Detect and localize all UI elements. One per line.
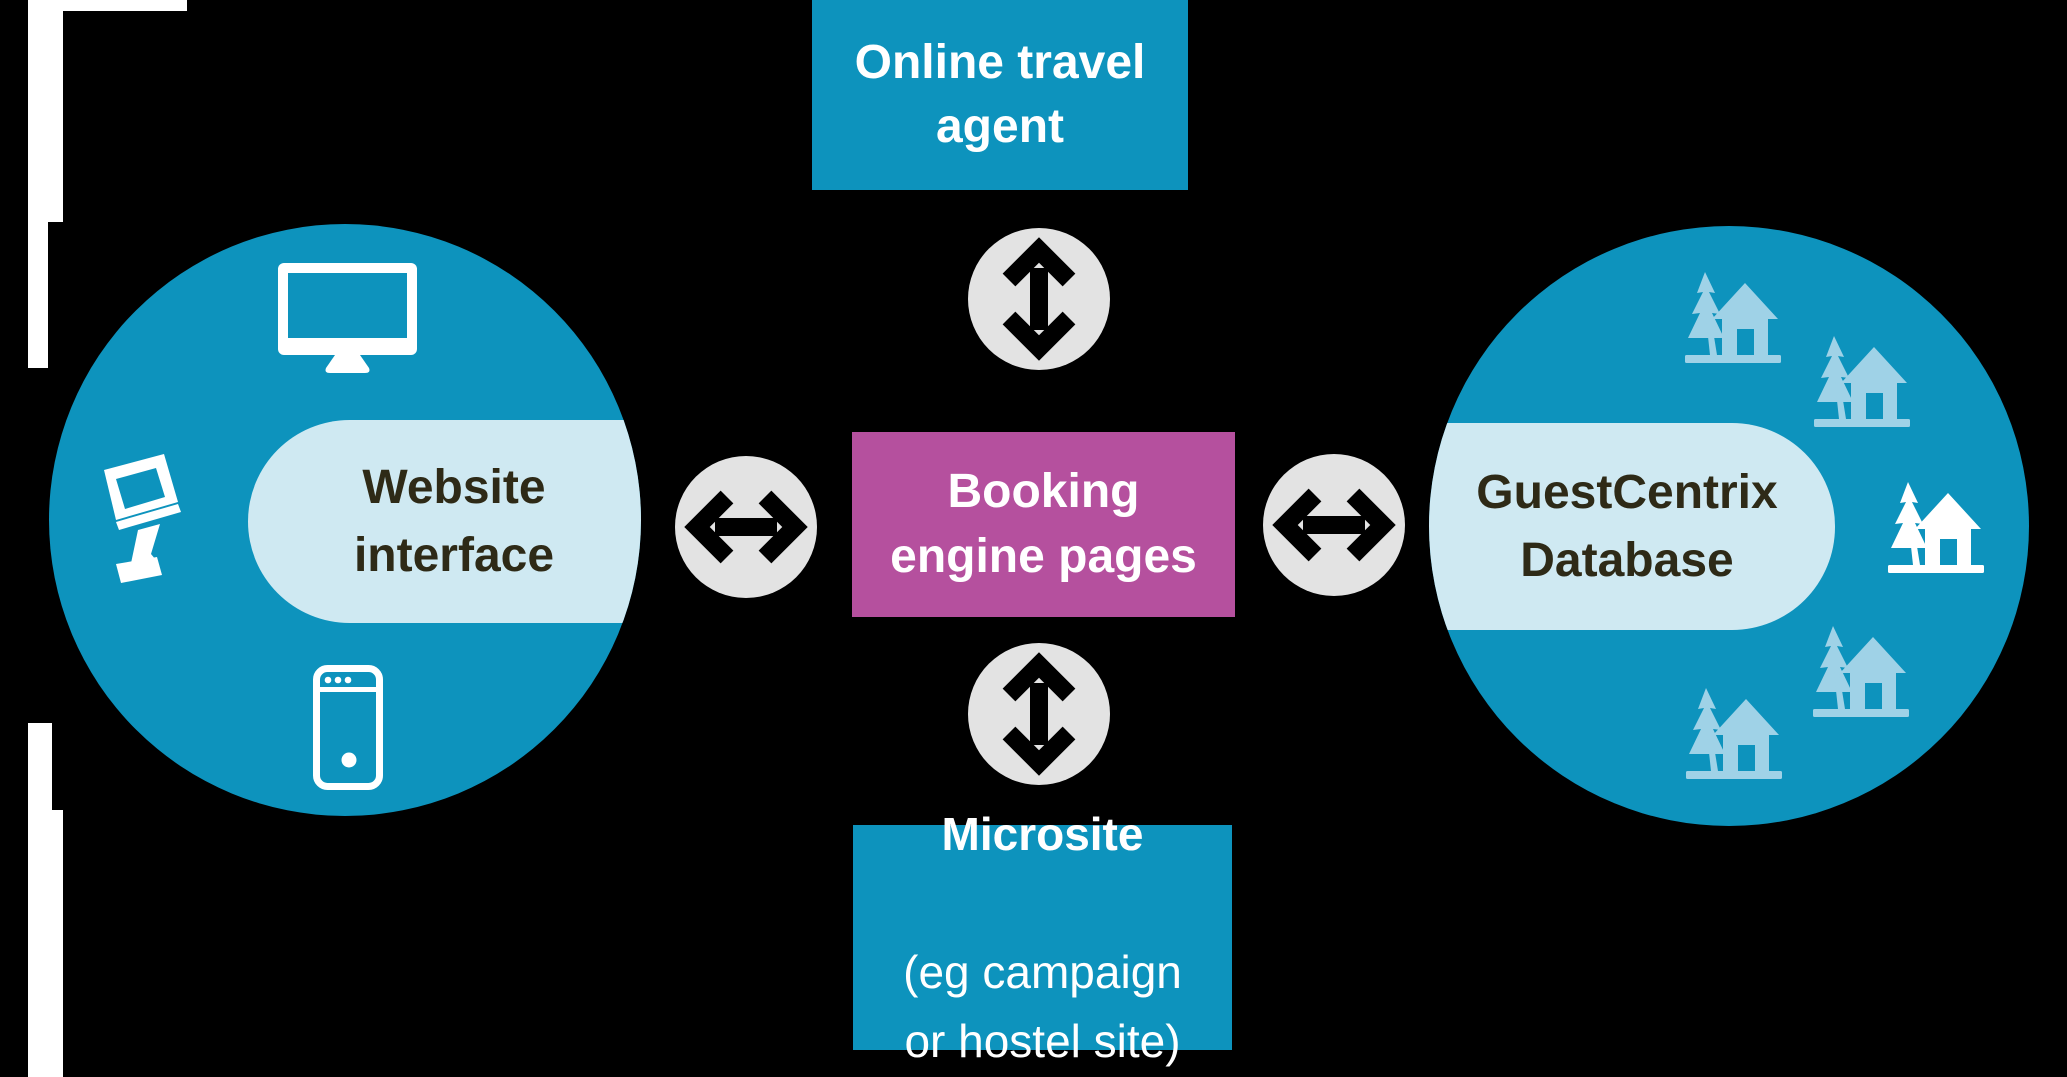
pill-guestcentrix-database: GuestCentrix Database: [1429, 423, 1835, 630]
node-online-travel-agent: Online travel agent: [812, 0, 1188, 190]
hostel-house-tree-icon: [1683, 266, 1783, 366]
desktop-monitor-icon: [278, 263, 417, 373]
node-label: Online travel agent: [854, 35, 1146, 153]
cropped-white-artifact: [28, 0, 187, 11]
node-label: Microsite (eg campaign or hostel site): [903, 731, 1182, 1077]
microsite-title: Microsite: [941, 807, 1144, 860]
arrow-booking-to-database: [1263, 454, 1405, 596]
hostel-house-tree-icon: [1886, 476, 1986, 576]
arrow-microsite-to-booking: [968, 643, 1110, 785]
pill-label: Website interface: [353, 461, 555, 582]
pill-label: GuestCentrix Database: [1476, 466, 1778, 587]
circle-guestcentrix-database: GuestCentrix Database: [1429, 226, 2029, 826]
cropped-white-artifact: [28, 723, 52, 815]
cropped-white-artifact: [28, 810, 63, 1077]
circle-website-interface: Website interface: [49, 224, 641, 816]
pill-website-interface: Website interface: [248, 420, 641, 623]
hostel-house-tree-icon: [1684, 682, 1784, 782]
node-label: Booking engine pages: [890, 465, 1197, 583]
hostel-house-tree-icon: [1812, 330, 1912, 430]
mobile-phone-icon: [313, 665, 383, 790]
node-microsite: Microsite (eg campaign or hostel site): [853, 808, 1232, 1067]
node-booking-engine-pages: Booking engine pages: [852, 432, 1235, 617]
arrow-ota-to-booking: [968, 228, 1110, 370]
hostel-house-tree-icon: [1811, 620, 1911, 720]
arrow-website-to-booking: [675, 456, 817, 598]
microsite-subtitle: (eg campaign or hostel site): [903, 945, 1182, 1067]
cropped-white-artifact: [28, 222, 48, 368]
cropped-white-artifact: [28, 0, 63, 222]
kiosk-terminal-icon: [88, 448, 188, 598]
